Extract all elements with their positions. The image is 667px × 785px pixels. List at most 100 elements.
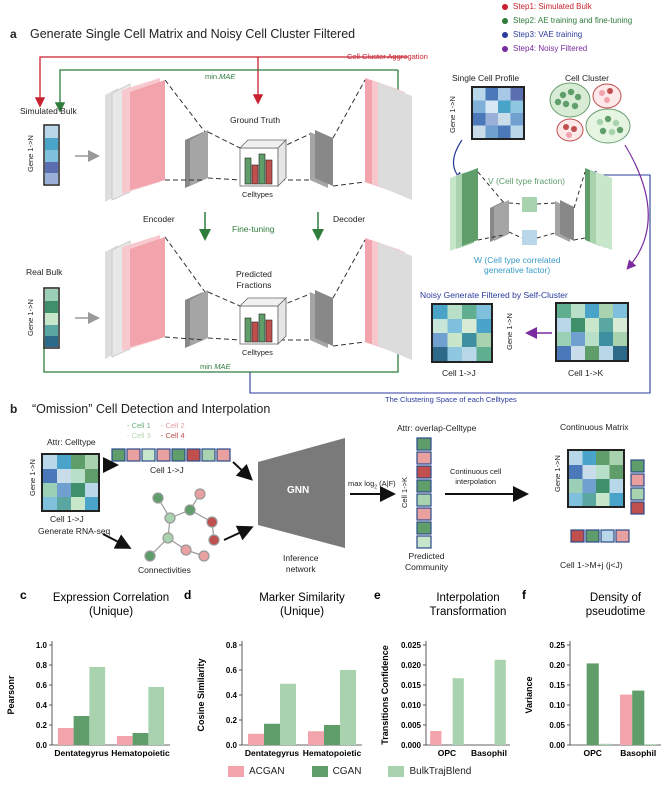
chart-letter: e [374, 588, 381, 602]
simulated-bulk-label: Simulated Bulk [20, 106, 77, 116]
bar-cgan [586, 663, 599, 745]
step-item: Step3: VAE training [502, 30, 632, 39]
decoder-label: Decoder [333, 214, 366, 224]
bar-cgan [73, 716, 90, 745]
gnn-block [258, 438, 345, 548]
clustering-space-label: The Clustering Space of each Celltypes [385, 395, 517, 404]
mae-line-bottom [43, 340, 399, 373]
x-tick-label: Dentategyrus [54, 748, 109, 758]
step-legend: Step1: Simulated Bulk Step2: AE training… [502, 2, 632, 53]
step-dot [502, 17, 508, 24]
connectivities-label: Connectivities [138, 565, 191, 575]
y-tick-label: 0.05 [549, 721, 565, 730]
step-dot [502, 31, 508, 38]
continuous-matrix [567, 449, 645, 543]
step-item: Step2: AE training and fine-tuning [502, 16, 632, 25]
cell-1-k-label: Cell 1->K [400, 476, 409, 508]
legend-cell-4: - Cell 4 [160, 431, 185, 440]
predicted-community-label: Predicted Community [405, 551, 448, 572]
step-label: Step4: Noisy Filtered [513, 44, 588, 53]
y-tick-label: 0.4 [36, 701, 48, 710]
chart-title: pseudotime [586, 606, 645, 618]
y-tick-label: 0.025 [401, 641, 422, 650]
ground-truth-label: Ground Truth [230, 115, 281, 125]
step-dot [502, 3, 508, 10]
legend-cell-1: - Cell 1 [127, 421, 151, 430]
single-cell-profile-matrix [471, 86, 525, 140]
generate-rnaseq-label: Generate RNA-seq [38, 526, 111, 536]
y-axis-label: Variance [524, 676, 534, 713]
aggregation-arrow [34, 56, 408, 108]
step-item: Step4: Noisy Filtered [502, 44, 632, 53]
chart-title: Interpolation [436, 592, 499, 604]
bar-bulktrajblend [452, 678, 464, 745]
cell-cluster-illustration [549, 82, 631, 144]
bar-bulktrajblend [280, 683, 296, 745]
y-axis-label: Transitions Confidence [380, 645, 390, 745]
predicted-fractions-label: Predicted Fractions [236, 269, 272, 290]
gene-axis-label: Gene 1->N [553, 455, 562, 492]
v-cell-type-fraction-label: V (Cell type fraction) [488, 176, 565, 186]
legend-swatch-cgan [311, 766, 328, 777]
cell-1-j-matrix [431, 303, 493, 363]
mae-arrow-top [54, 69, 398, 113]
cell-legend: - Cell 1 - Cell 2 - Cell 3 - Cell 4 [127, 421, 185, 441]
min-mae-bottom-label: min MAE [200, 362, 231, 371]
step-dot [502, 45, 508, 52]
cell-cluster-aggregation-label: Cell Cluster Aggregation [347, 52, 428, 61]
celltypes-label-bottom: Celltypes [242, 348, 273, 357]
y-tick-label: 0.6 [226, 666, 238, 675]
x-tick-label: OPC [438, 748, 456, 758]
step-label: Step1: Simulated Bulk [513, 2, 592, 11]
gene-axis-label: Gene 1->N [505, 313, 514, 350]
predicted-community-column [416, 437, 432, 549]
y-tick-label: 0.010 [401, 701, 422, 710]
legend-cell-3: - Cell 3 [127, 431, 151, 440]
panel-b-title: “Omission” Cell Detection and Interpolat… [32, 402, 271, 416]
gene-axis-label: Gene 1->N [28, 459, 37, 496]
bar-cgan [324, 725, 340, 745]
bar-cgan [632, 690, 645, 745]
bar-bulktrajblend [89, 667, 106, 745]
y-tick-label: 0.6 [36, 681, 48, 690]
bar-acgan [620, 694, 633, 745]
y-tick-label: 0.8 [226, 641, 238, 650]
x-tick-label: OPC [584, 748, 602, 758]
step-label: Step2: AE training and fine-tuning [513, 16, 633, 25]
x-tick-label: Basophil [620, 748, 656, 758]
y-tick-label: 0.0 [36, 741, 48, 750]
bar-bulktrajblend [494, 659, 506, 745]
y-tick-label: 0.000 [401, 741, 422, 750]
y-axis-label: Pearsonr [6, 675, 16, 715]
x-tick-label: Basophil [471, 748, 507, 758]
bar-bulktrajblend [340, 670, 356, 745]
gene-axis-label: Gene 1->N [26, 299, 35, 336]
chart-legend: ACGAN CGAN BulkTrajBlend [228, 766, 471, 777]
real-bulk-label: Real Bulk [26, 267, 63, 277]
chart-letter: c [20, 588, 27, 602]
panel-b-letter: b [10, 402, 18, 416]
inference-network-label: Inference network [283, 553, 319, 574]
y-tick-label: 0.8 [36, 661, 48, 670]
legend-cell-2: - Cell 2 [160, 421, 185, 430]
cell-row-vector [111, 448, 231, 462]
x-tick-label: Hematopoietic [303, 748, 362, 758]
y-tick-label: 0.25 [549, 641, 565, 650]
y-tick-label: 0.2 [226, 716, 238, 725]
autoencoder-bottom [105, 235, 412, 360]
chart-letter: f [522, 588, 527, 602]
panel-a-letter: a [10, 27, 17, 41]
y-axis-label: Cosine Similarity [196, 658, 206, 731]
cell-1-j-label: Cell 1->J [50, 514, 84, 524]
continuous-matrix-label: Continuous Matrix [560, 422, 629, 432]
bar-cgan [132, 733, 149, 745]
cell-1-k-matrix [555, 302, 629, 362]
chart-title: Marker Similarity [259, 592, 345, 604]
y-tick-label: 0.15 [549, 681, 565, 690]
panel-a-title: Generate Single Cell Matrix and Noisy Ce… [30, 27, 356, 41]
y-tick-label: 0.2 [36, 721, 48, 730]
